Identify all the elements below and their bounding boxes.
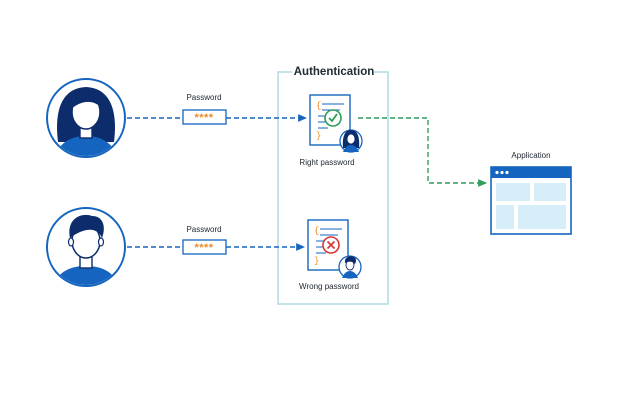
woman-avatar-icon: [46, 78, 126, 158]
cross-icon: [322, 236, 340, 254]
svg-text:}: }: [314, 256, 319, 266]
svg-text:{: {: [316, 101, 321, 111]
password-label-1: Password: [186, 93, 221, 102]
man-small-avatar-icon: [338, 255, 362, 279]
authentication-title: Authentication: [294, 66, 375, 78]
password-field-2: ****: [182, 239, 227, 255]
browser-window-icon: [490, 166, 572, 235]
right-password-caption: Right password: [299, 158, 354, 167]
svg-text:{: {: [314, 226, 319, 236]
password-value-2: ****: [194, 242, 213, 254]
woman-small-avatar-icon: [339, 129, 363, 153]
password-value-1: ****: [194, 112, 213, 124]
svg-text:}: }: [316, 131, 321, 141]
wrong-password-caption: Wrong password: [299, 282, 359, 291]
arrow-auth-to-application: [358, 117, 487, 187]
application-label: Application: [511, 151, 550, 160]
password-field-1: ****: [182, 109, 227, 125]
check-icon: [324, 109, 342, 127]
password-label-2: Password: [186, 225, 221, 234]
man-avatar-icon: [46, 207, 126, 287]
